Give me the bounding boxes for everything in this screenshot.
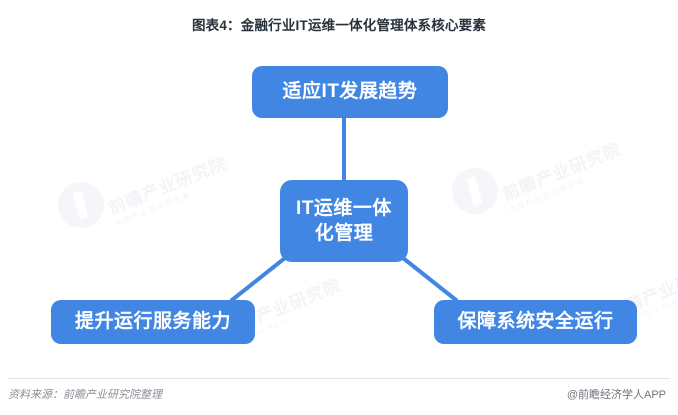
source-note: 资料来源：前瞻产业研究院整理 <box>8 389 162 401</box>
footer-divider <box>8 378 670 379</box>
chart-title: 图表4：金融行业IT运维一体化管理体系核心要素 <box>191 18 487 33</box>
node-it-ops-integrated-management[interactable]: IT运维一体化管理 <box>280 180 408 262</box>
attribution-note: @前瞻经济学人APP <box>566 389 666 401</box>
node-ensure-system-security[interactable]: 保障系统安全运行 <box>434 300 637 344</box>
node-improve-service-capability[interactable]: 提升运行服务能力 <box>51 300 255 344</box>
connector-center-to-right <box>401 256 458 302</box>
connector-center-to-left <box>230 256 287 302</box>
node-adapt-it-trends[interactable]: 适应IT发展趋势 <box>252 66 448 118</box>
